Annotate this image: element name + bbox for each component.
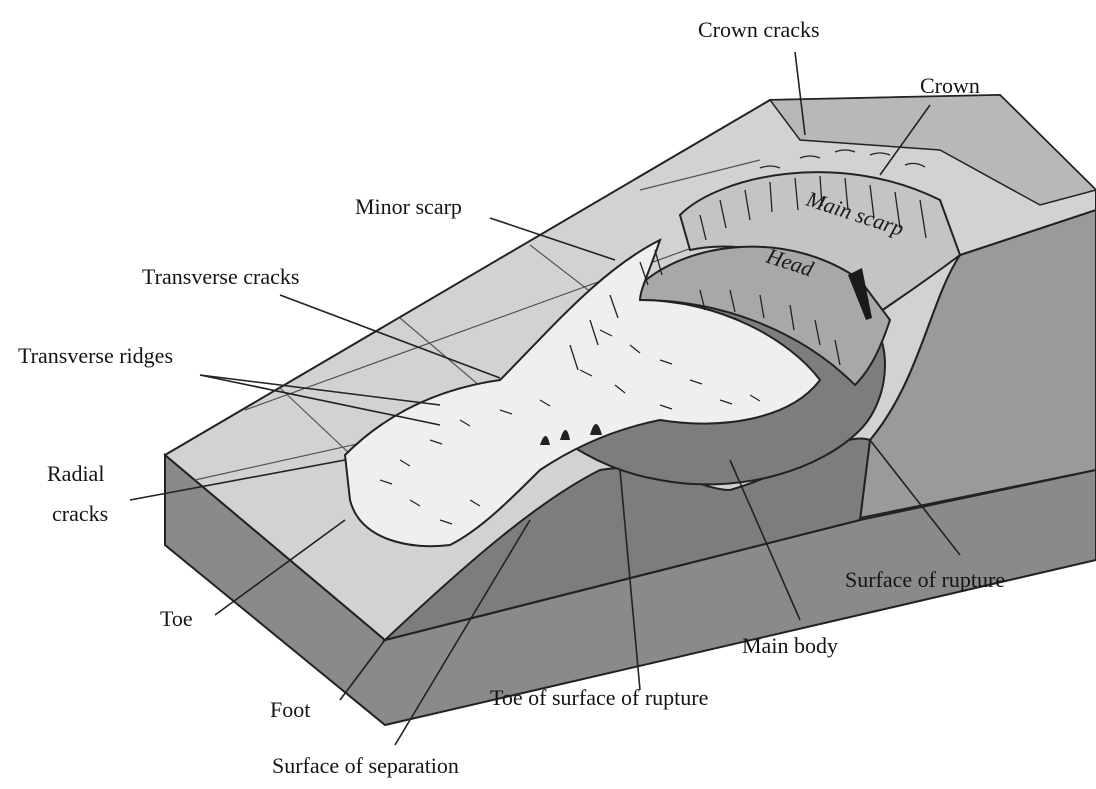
label-crown: Crown [920, 74, 980, 98]
label-radial-cracks-line1: Radial [47, 462, 104, 486]
label-toe-of-surface-of-rupture: Toe of surface of rupture [490, 686, 708, 710]
label-transverse-ridges: Transverse ridges [18, 344, 173, 368]
label-radial-cracks-line2: cracks [52, 502, 108, 526]
label-main-body: Main body [742, 634, 838, 658]
label-surface-of-separation: Surface of separation [272, 754, 459, 778]
label-minor-scarp: Minor scarp [355, 195, 462, 219]
label-crown-cracks: Crown cracks [698, 18, 820, 42]
label-surface-of-rupture: Surface of rupture [845, 568, 1005, 592]
label-transverse-cracks: Transverse cracks [142, 265, 299, 289]
label-toe: Toe [160, 607, 193, 631]
label-foot: Foot [270, 698, 310, 722]
